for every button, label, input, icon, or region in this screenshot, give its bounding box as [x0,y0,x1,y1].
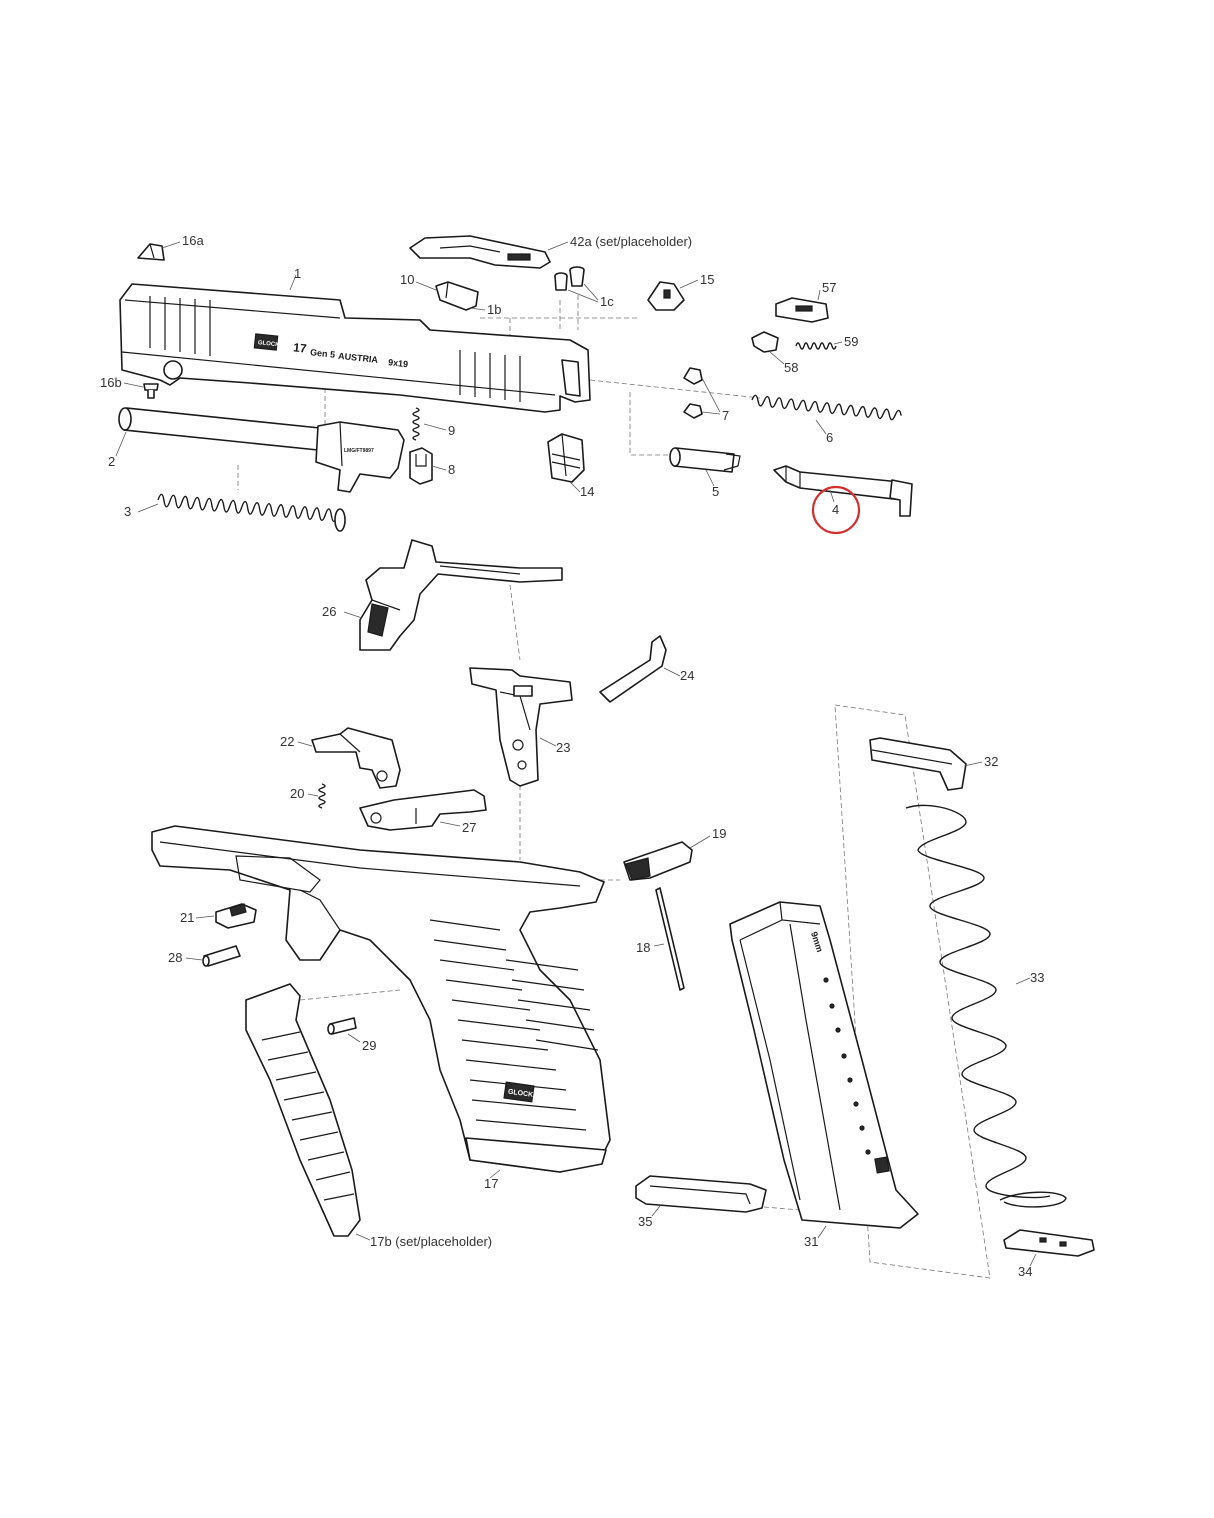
part-20-slide-lock-spring: 20 [290,783,326,809]
part-34-insert: 34 [1003,1229,1095,1279]
part-59-spring: 59 [795,334,858,350]
part-35-floorplate: 35 [635,1175,767,1229]
part-19-magazine-catch: 19 [623,826,726,881]
label-27: 27 [462,820,476,835]
label-2: 2 [108,454,115,469]
part-26-trigger-bar: 26 [322,539,563,651]
part-17-frame: GLOCK 17 [151,825,611,1191]
part-28-trigger-pin: 28 [168,945,241,967]
label-59: 59 [844,334,858,349]
label-1c: 1c [600,294,614,309]
label-8: 8 [448,462,455,477]
slide-brand-marking: GLOCK [258,340,281,348]
frame-logo: GLOCK [507,1088,533,1098]
part-16a-front-sight: 16a [137,233,204,261]
part-1b: 1b [469,302,501,317]
part-24-trigger-spring: 24 [599,635,694,703]
part-58-plunger: 58 [751,331,798,375]
barrel-stamp: LMG/FT9897 [344,448,374,454]
label-35: 35 [638,1214,652,1229]
part-7-spring-cups: 7 [683,367,729,423]
part-10-extractor: 10 [400,272,479,311]
part-21-pin: 21 [180,903,257,929]
magazine-witness-holes [823,977,871,1155]
label-9: 9 [448,423,455,438]
label-16b: 16b [100,375,122,390]
label-10: 10 [400,272,414,287]
slide-caliber-marking: 9x19 [388,357,409,369]
label-18: 18 [636,940,650,955]
part-4-firing-pin: 4 [773,465,913,535]
label-17: 17 [484,1176,498,1191]
part-5-spacer-sleeve: 5 [669,447,741,499]
part-42a-plate-set: 42a (set/placeholder) [409,234,692,269]
part-1-slide: GLOCK 17 Gen 5 AUSTRIA 9x19 1 [119,266,591,413]
label-3: 3 [124,504,131,519]
part-29-pin: 29 [327,1017,376,1053]
part-2-barrel: LMG/FT9897 2 [108,407,405,493]
label-31: 31 [804,1234,818,1249]
part-32-follower: 32 [869,737,998,791]
part-18-catch-spring: 18 [636,887,685,991]
label-4: 4 [832,502,839,517]
part-33-magazine-spring: 33 [905,804,1067,1208]
part-3-recoil-spring: 3 [124,493,346,532]
label-1: 1 [294,266,301,281]
label-21: 21 [180,910,194,925]
slide-model-marking: 17 [293,340,308,355]
label-24: 24 [680,668,694,683]
label-15: 15 [700,272,714,287]
slide-serrations-front [459,350,521,402]
label-5: 5 [712,484,719,499]
slide-country-marking: AUSTRIA [338,351,379,365]
part-57-cover-plate: 57 [775,280,836,323]
label-29: 29 [362,1038,376,1053]
part-15-rear-sight: 15 [647,272,714,311]
part-23-trigger-housing: 23 [469,667,573,787]
label-23: 23 [556,740,570,755]
label-22: 22 [280,734,294,749]
label-17b: 17b (set/placeholder) [370,1234,492,1249]
label-32: 32 [984,754,998,769]
part-16b-screw: 16b [100,375,159,399]
label-19: 19 [712,826,726,841]
label-7: 7 [722,408,729,423]
part-14-firing-pin-safety: 14 [547,433,594,499]
label-33: 33 [1030,970,1044,985]
label-14: 14 [580,484,594,499]
label-6: 6 [826,430,833,445]
backstrap-texture [261,1031,355,1201]
part-17b-backstrap: 17b (set/placeholder) [245,983,492,1249]
label-58: 58 [784,360,798,375]
part-22-slide-lock: 22 [280,727,401,789]
label-1b: 1b [487,302,501,317]
part-9-spring: 9 [412,407,455,441]
part-4-highlight-circle [811,485,861,535]
slide-gen-marking: Gen 5 [310,347,336,360]
part-31-magazine-tube: 9mm 31 [729,901,919,1249]
part-27-lever: 27 [359,789,487,835]
frame-grip-texture [429,919,599,1131]
label-26: 26 [322,604,336,619]
label-34: 34 [1018,1264,1032,1279]
part-1c-sleeves: 1c [554,266,614,309]
label-28: 28 [168,950,182,965]
part-6-firing-pin-spring: 6 [751,394,902,445]
slide-serrations-rear [149,296,211,356]
label-16a: 16a [182,233,204,248]
part-8-plunger: 8 [409,447,455,485]
label-20: 20 [290,786,304,801]
label-42a: 42a (set/placeholder) [570,234,692,249]
label-57: 57 [822,280,836,295]
